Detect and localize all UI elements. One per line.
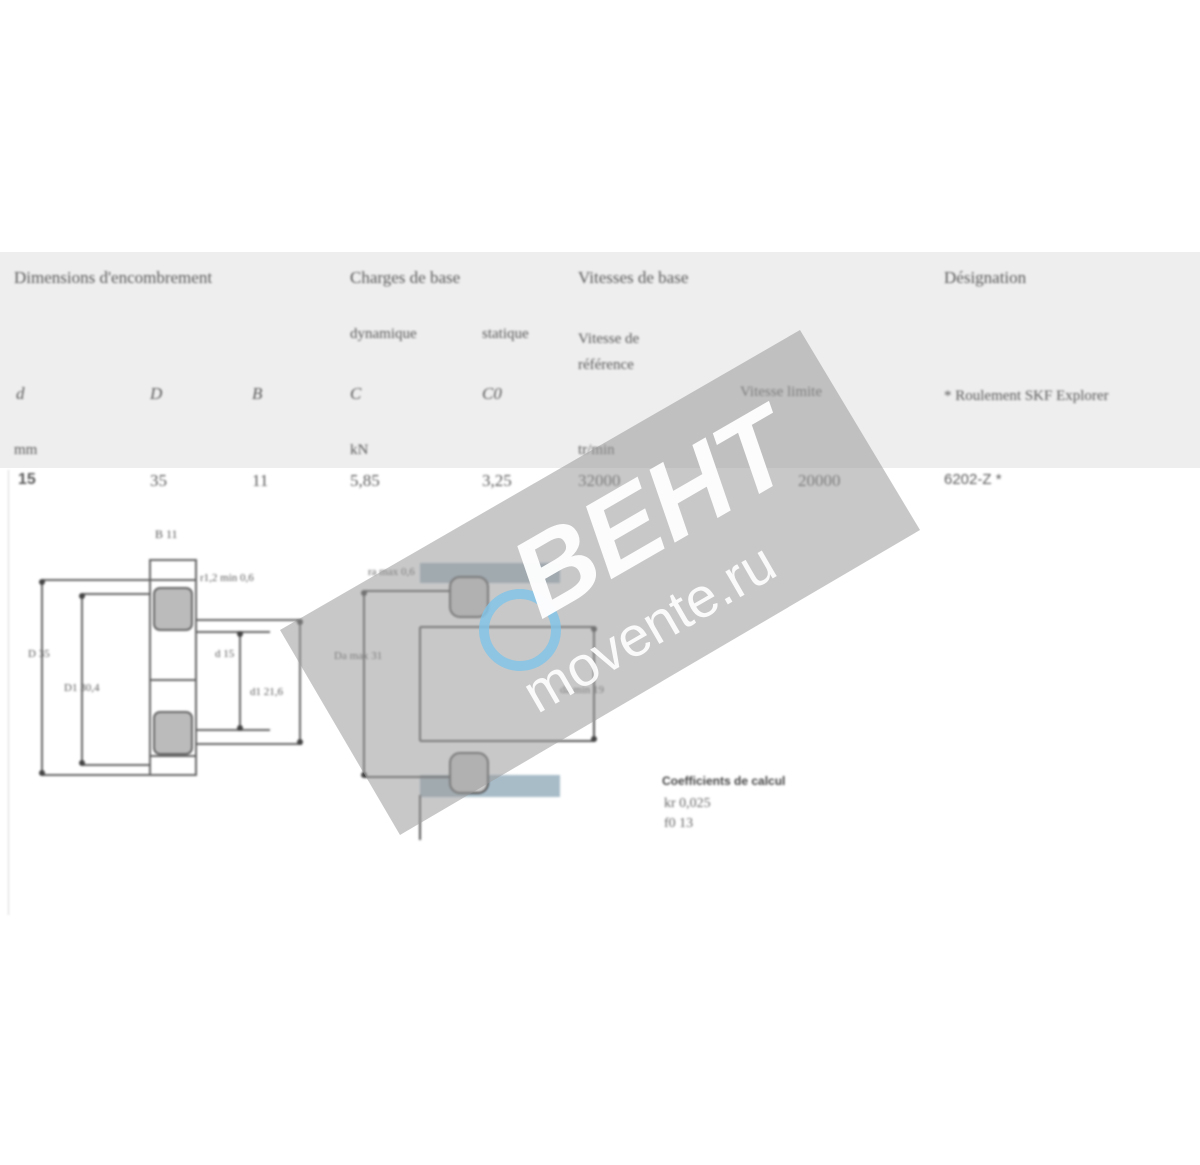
designation-note: * Roulement SKF Explorer: [944, 388, 1109, 404]
cell-designation: 6202-Z *: [944, 471, 1002, 488]
coef-kr: kr 0,025: [664, 796, 711, 811]
cell-ref-speed: 32000: [578, 471, 621, 490]
label-D: D 35: [28, 648, 50, 660]
cell-B: 11: [252, 471, 269, 490]
cell-C0: 3,25: [482, 471, 512, 490]
label-ra: ra max 0,6: [368, 566, 415, 578]
cell-limit-speed: 20000: [798, 471, 841, 490]
coefficients-title: Coefficients de calcul: [662, 774, 786, 788]
bearing-section-drawing: [39, 559, 303, 776]
subheader-limit-speed: Vitesse limite: [740, 384, 823, 400]
col-C: C: [350, 384, 362, 403]
label-r12: r1,2 min 0,6: [200, 572, 254, 584]
label-B: B 11: [155, 527, 178, 541]
mounting-drawing: [361, 563, 597, 840]
header-dimensions: Dimensions d'encombrement: [14, 268, 213, 287]
header-loads: Charges de base: [350, 268, 461, 287]
col-C0: C0: [482, 384, 502, 403]
cell-D: 35: [150, 471, 167, 490]
left-divider: [8, 470, 9, 915]
unit-mm: mm: [14, 442, 38, 458]
unit-rpm: tr/min: [578, 442, 615, 458]
label-da: da min 19: [560, 684, 604, 696]
unit-kn: kN: [350, 442, 369, 458]
col-D: D: [150, 384, 163, 403]
subheader-reference-speed: Vitesse de référence: [578, 331, 640, 373]
header-speeds: Vitesses de base: [578, 268, 689, 287]
label-D1: D1 30,4: [64, 682, 100, 694]
header-designation: Désignation: [944, 268, 1027, 287]
subheader-dynamic: dynamique: [350, 326, 417, 342]
subheader-static: statique: [482, 326, 529, 342]
cell-d: 15: [18, 471, 36, 488]
label-Da: Da max 31: [334, 650, 383, 662]
col-d: d: [16, 384, 25, 403]
col-B: B: [252, 384, 263, 403]
coef-f0: f0 13: [664, 816, 694, 831]
label-d: d 15: [215, 648, 235, 660]
label-d1: d1 21,6: [250, 686, 283, 698]
cell-C: 5,85: [350, 471, 380, 490]
